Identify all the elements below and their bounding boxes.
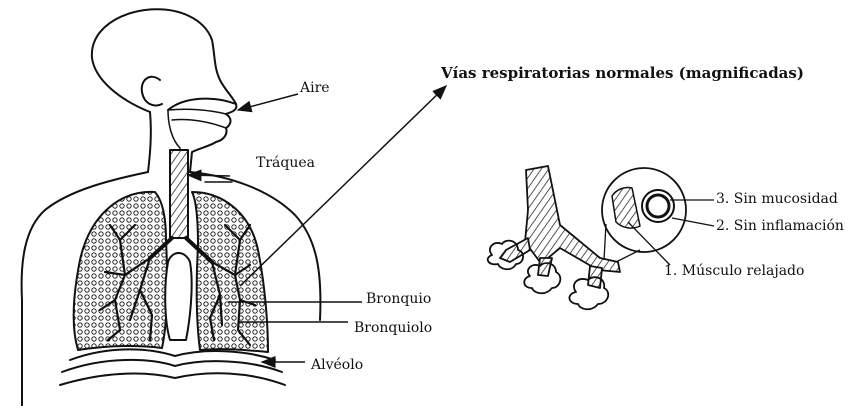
alveoli-cluster-1 <box>486 239 524 271</box>
main-bronchi <box>148 236 214 264</box>
magnify-arrow <box>239 84 448 287</box>
air-arrow <box>236 93 299 113</box>
head-outline <box>90 8 238 173</box>
label-trachea: Tráquea <box>256 155 315 171</box>
magnified-branch-left <box>499 237 531 263</box>
nasal-cavity <box>167 97 237 111</box>
alveoli-cluster-2 <box>523 262 562 295</box>
torso-outline <box>20 171 149 407</box>
magnified-airway <box>486 165 715 311</box>
relaxed-muscle-line <box>627 221 671 266</box>
bronchial-tree-left <box>98 223 154 342</box>
human-figure <box>20 8 322 407</box>
trachea-arrow <box>186 169 231 182</box>
ear <box>140 75 163 107</box>
label-no-inflammation: 2. Sin inflamación <box>716 218 844 234</box>
no-inflammation-line <box>671 217 715 227</box>
label-bronchus: Bronquio <box>366 291 432 307</box>
left-lung <box>72 190 169 351</box>
trachea <box>169 149 189 239</box>
airway-lumen-inner <box>645 193 671 219</box>
label-alveolus: Alvéolo <box>311 357 364 373</box>
magnified-branch-lower <box>537 257 553 277</box>
label-bronchiole: Bronquiolo <box>354 320 433 336</box>
diaphragm <box>69 348 276 361</box>
label-air: Aire <box>300 80 330 96</box>
pointers <box>186 84 448 368</box>
diagram-title: Vías respiratorias normales (magnificada… <box>441 64 804 82</box>
label-no-mucus: 3. Sin mucosidad <box>716 191 838 207</box>
bronchial-tree-right <box>208 223 257 347</box>
neck-back <box>147 111 152 173</box>
label-relaxed-muscle: 1. Músculo relajado <box>664 263 805 279</box>
alveoli-cluster-3 <box>568 276 610 311</box>
heart-region <box>164 252 193 341</box>
